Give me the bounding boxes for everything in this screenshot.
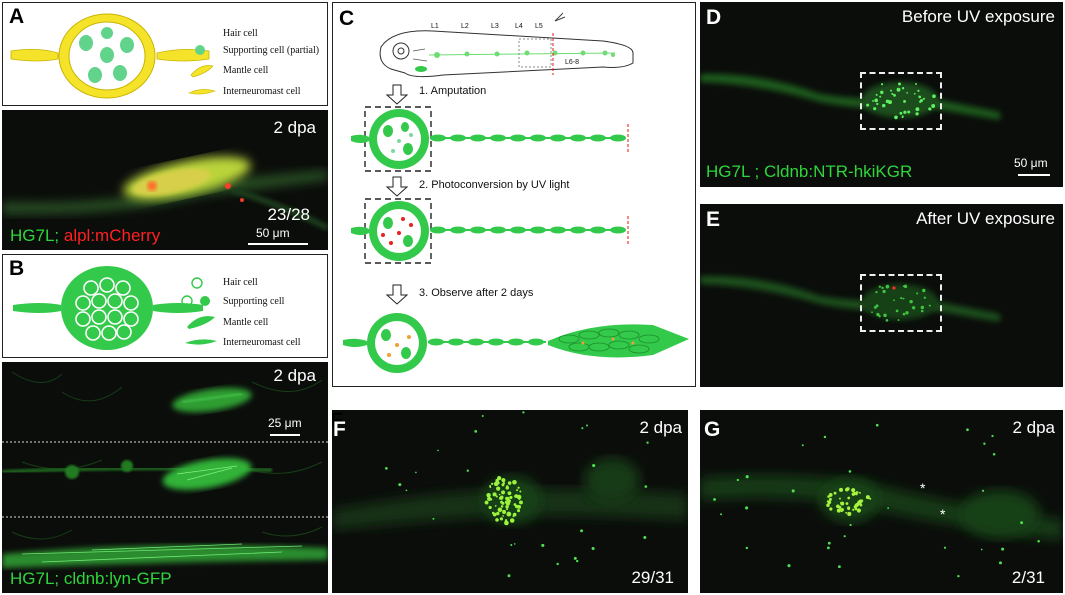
panel-label-d: D [706, 6, 722, 29]
marker-label-a: HG7L; alpl:mCherry [10, 226, 160, 246]
marker-sep-a: ; [54, 226, 64, 245]
micrograph-e-image [700, 275, 1000, 322]
roi-box-d [860, 72, 942, 130]
mantle-cell-diagram-a [10, 13, 216, 99]
panel-b-schematic: B Hair cell Supporting cell Mantle cell … [2, 254, 328, 358]
neuromast-l3: L3 [491, 23, 499, 30]
micrograph-f-image [332, 411, 688, 578]
roi-box-e [860, 274, 942, 332]
scale-bar-b [270, 434, 300, 436]
legend-b-supporting-cell: Supporting cell [223, 296, 285, 307]
asterisk-2: * [940, 506, 946, 522]
step-observe: 3. Observe after 2 days [419, 287, 534, 299]
time-label-f: 2 dpa [639, 418, 682, 437]
neuromast-l1: L1 [431, 23, 439, 30]
panel-label-e: E [706, 208, 721, 231]
ratio-label-a: 23/28 [267, 205, 310, 224]
marker-label-d: HG7L ; Cldnb:NTR-hkiKGR [706, 162, 913, 181]
micrograph-a-image [2, 156, 328, 231]
micrograph-d-image [700, 73, 1000, 120]
marker-green-a: HG7L [10, 226, 55, 245]
legend-b-hair-cell: Hair cell [223, 277, 258, 288]
panel-label-a: A [9, 5, 25, 28]
legend-mantle-cell: Mantle cell [223, 65, 269, 76]
workflow-diagram-c [343, 12, 689, 373]
neuromast-diagram-b [13, 266, 217, 350]
neuromast-l2: L2 [461, 23, 469, 30]
title-d: Before UV exposure [901, 7, 1055, 26]
panel-label-f: F [332, 410, 343, 432]
time-label-a: 2 dpa [273, 118, 316, 137]
scale-bar-d [1018, 174, 1050, 176]
panel-a-micrograph: 2 dpa 23/28 HG7L; alpl:mCherry 50 μm [2, 110, 328, 250]
ratio-label-f: 29/31 [631, 568, 674, 587]
scale-bar-a [248, 243, 308, 245]
legend-interneuromast-cell: Interneuromast cell [223, 86, 301, 97]
panel-a-schematic: A Hair cell Supporting cell (partial) Ma… [2, 2, 328, 106]
panel-b-micrograph: 2 dpa 25 μm HG7L; cldnb:lyn-GFP [2, 362, 328, 593]
panel-d-micrograph: D Before UV exposure HG7L ; Cldnb:NTR-hk… [700, 2, 1063, 187]
time-label-g: 2 dpa [1012, 418, 1055, 437]
scale-bar-label-a: 50 μm [256, 226, 290, 240]
legend-b-mantle-cell: Mantle cell [223, 317, 269, 328]
neuromast-l6-8: L6-8 [565, 59, 580, 66]
panel-g-micrograph: G 2 dpa * * 2/31 [700, 410, 1063, 593]
panel-label-c: C [339, 7, 355, 30]
neuromast-l4: L4 [515, 23, 523, 30]
panel-label-b: B [9, 257, 25, 280]
ratio-label-g: 2/31 [1011, 568, 1045, 587]
title-e: After UV exposure [916, 209, 1055, 228]
micrograph-b-image [2, 371, 328, 568]
panel-c-schematic: C L1 L2 L3 L4 L5 L6-8 1. Amputation 2. P… [332, 2, 696, 387]
legend-hair-cell: Hair cell [223, 28, 258, 39]
panel-f-micrograph: F 2 dpa 29/31 [332, 410, 688, 593]
scale-bar-label-d: 50 μm [1014, 156, 1048, 170]
step-amputation: 1. Amputation [419, 85, 487, 97]
marker-label-b: HG7L; cldnb:lyn-GFP [10, 569, 172, 588]
legend-supporting-cell: Supporting cell (partial) [223, 45, 320, 56]
asterisk-1: * [920, 480, 926, 496]
micrograph-g-image [700, 423, 1063, 578]
legend-b-interneuromast-cell: Interneuromast cell [223, 337, 301, 348]
scale-bar-label-b: 25 μm [268, 416, 302, 430]
step-photoconversion: 2. Photoconversion by UV light [419, 179, 570, 191]
time-label-b: 2 dpa [273, 366, 316, 385]
panel-label-g: G [704, 418, 721, 441]
marker-red-a: alpl:mCherry [63, 226, 161, 245]
panel-label-f-outer: F [333, 418, 346, 441]
panel-e-micrograph: E After UV exposure [700, 204, 1063, 387]
neuromast-l5: L5 [535, 23, 543, 30]
